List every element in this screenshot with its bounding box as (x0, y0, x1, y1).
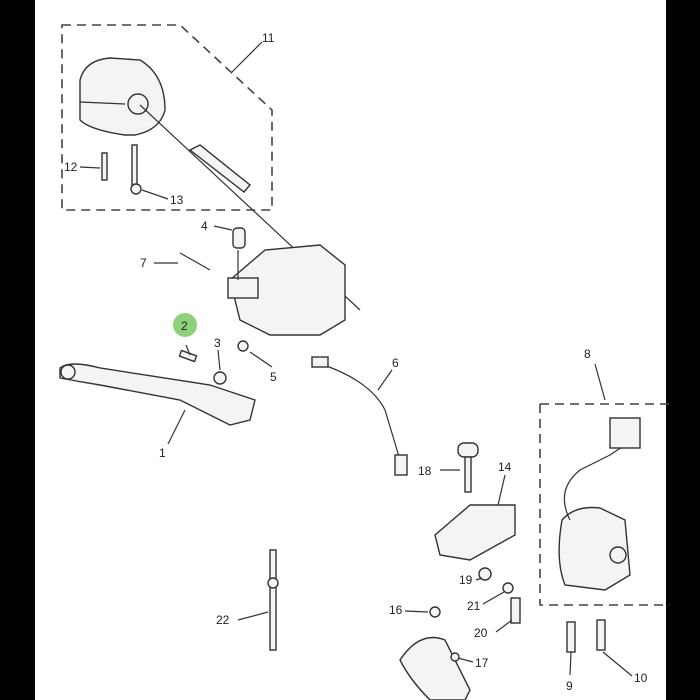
adjuster-rod (267, 549, 279, 651)
callout-22[interactable]: 22 (216, 613, 230, 627)
callout-13[interactable]: 13 (170, 193, 184, 207)
callout-5[interactable]: 5 (270, 370, 277, 384)
assembly-box-8 (539, 403, 670, 606)
assembly-box-11 (61, 24, 273, 211)
brake-switch-cable (311, 356, 408, 476)
callout-1[interactable]: 1 (159, 446, 166, 460)
callout-2[interactable]: 2 (181, 319, 188, 333)
callout-10[interactable]: 10 (634, 671, 648, 685)
master-cylinder (179, 227, 346, 352)
callout-21[interactable]: 21 (467, 599, 481, 613)
lever-bracket (399, 442, 521, 700)
callout-18[interactable]: 18 (418, 464, 432, 478)
callout-4[interactable]: 4 (201, 219, 208, 233)
callout-9[interactable]: 9 (566, 679, 573, 693)
callout-11[interactable]: 11 (262, 31, 275, 45)
left-switch-housing (79, 57, 361, 311)
callout-16[interactable]: 16 (389, 603, 403, 617)
callout-8[interactable]: 8 (584, 347, 591, 361)
callout-19[interactable]: 19 (459, 573, 473, 587)
right-switch-housing (558, 417, 641, 653)
screws-12-13 (101, 144, 142, 195)
callout-6[interactable]: 6 (392, 356, 399, 370)
callout-17[interactable]: 17 (475, 656, 489, 670)
callout-12[interactable]: 12 (64, 160, 78, 174)
callout-3[interactable]: 3 (214, 336, 221, 350)
highlight-marker (173, 313, 197, 337)
callout-14[interactable]: 14 (498, 460, 512, 474)
callout-7[interactable]: 7 (140, 256, 147, 270)
callout-20[interactable]: 20 (474, 626, 488, 640)
brake-lever (59, 349, 256, 426)
